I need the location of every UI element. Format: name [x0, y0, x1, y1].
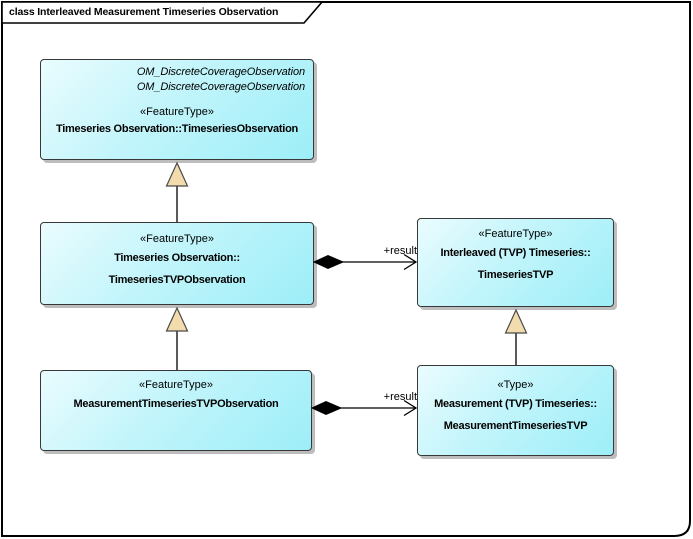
class-name: Measurement (TVP) Timeseries:: — [434, 398, 597, 410]
composition-diamond-icon — [310, 400, 343, 416]
class-name: Interleaved (TVP) Timeseries:: — [440, 247, 591, 259]
stereotype-label: «FeatureType» — [140, 233, 214, 245]
stereotype-label: «FeatureType» — [140, 106, 214, 118]
class-name: MeasurementTimeseriesTVPObservation — [73, 398, 279, 410]
class-box-timeseries-tvp[interactable]: «FeatureType» Interleaved (TVP) Timeseri… — [417, 218, 614, 307]
class-box-measurement-timeseries-tvp-observation[interactable]: «FeatureType» MeasurementTimeseriesTVPOb… — [40, 370, 312, 451]
association-role-label: +result — [383, 245, 417, 257]
parent-classifier-label: OM_DiscreteCoverageObservation — [136, 66, 305, 78]
generalization-arrow-1 — [165, 161, 189, 222]
hollow-triangle-icon — [504, 308, 528, 334]
stereotype-label: «Type» — [497, 379, 534, 391]
class-name: TimeseriesTVP — [477, 269, 554, 281]
class-name: MeasurementTimeseriesTVP — [443, 420, 588, 432]
generalization-arrow-3 — [504, 308, 528, 365]
class-name: TimeseriesTVPObservation — [108, 274, 246, 286]
stereotype-label: «FeatureType» — [478, 228, 553, 240]
class-box-timeseries-tvp-observation[interactable]: «FeatureType» Timeseries Observation:: T… — [40, 222, 314, 305]
association-role-label: +result — [383, 391, 417, 403]
composition-diamond-icon — [312, 254, 345, 270]
generalization-arrow-2 — [165, 306, 189, 370]
parent-classifier-label: OM_DiscreteCoverageObservation — [136, 81, 305, 93]
hollow-triangle-icon — [165, 306, 189, 332]
class-name: Timeseries Observation::TimeseriesObserv… — [55, 123, 299, 135]
class-box-measurement-timeseries-tvp[interactable]: «Type» Measurement (TVP) Timeseries:: Me… — [417, 365, 614, 456]
class-name: Timeseries Observation:: — [114, 252, 240, 264]
stereotype-label: «FeatureType» — [139, 379, 213, 391]
diagram-tab-title: class Interleaved Measurement Timeseries… — [9, 6, 279, 18]
class-box-timeseries-observation[interactable]: OM_DiscreteCoverageObservation OM_Discre… — [40, 59, 314, 160]
hollow-triangle-icon — [165, 161, 189, 187]
